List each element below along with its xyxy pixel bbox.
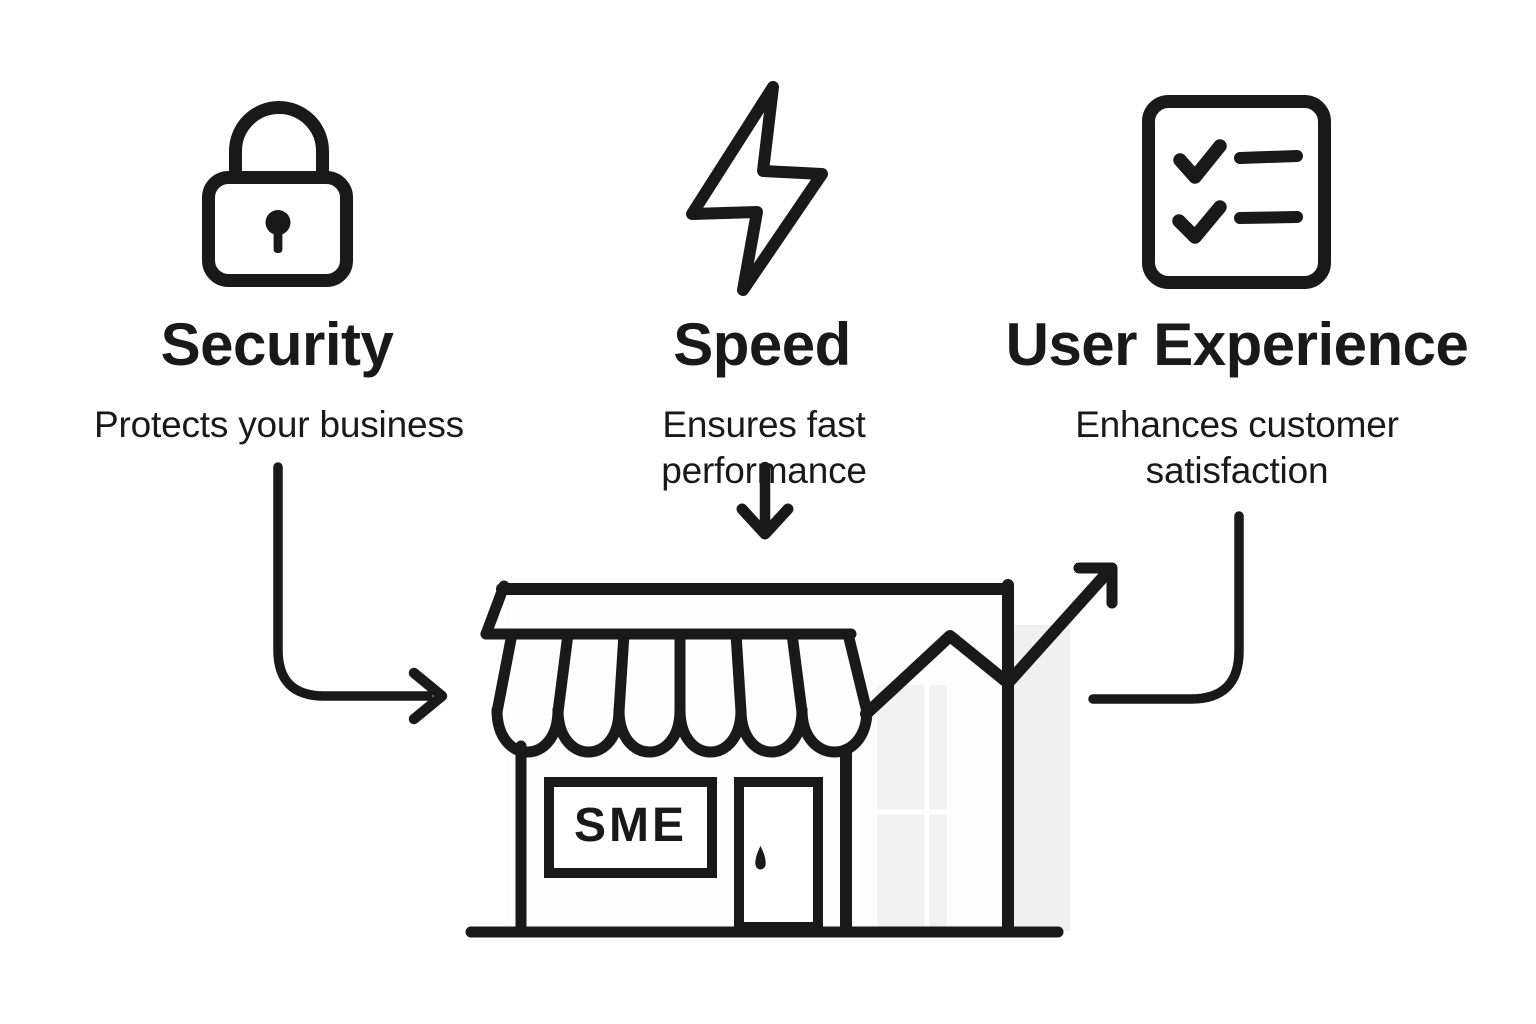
lightning-bolt-icon — [686, 81, 828, 296]
checklist-icon — [1142, 95, 1331, 289]
ux-connector-line — [1088, 511, 1244, 704]
awning — [491, 628, 873, 758]
security-connector-arrow — [273, 462, 448, 725]
right-arrowhead-icon — [408, 667, 448, 725]
storefront-illustration — [465, 579, 1064, 938]
sme-sign-label: SME — [573, 799, 687, 852]
sme-sign-board — [544, 777, 717, 878]
checkmark-icon — [1172, 200, 1227, 244]
growth-arrow — [860, 562, 1118, 720]
checkmark-icon — [1173, 139, 1227, 184]
lock-shackle — [229, 101, 329, 187]
store-door — [734, 777, 823, 932]
speed-down-arrow — [736, 461, 794, 540]
lock-icon — [202, 101, 353, 287]
section-subtitle-security: Protects your business — [94, 404, 464, 445]
section-title-security: Security — [160, 311, 394, 378]
growth-arrowhead — [1073, 562, 1118, 609]
door-handle — [755, 846, 766, 870]
checklist-box — [1142, 95, 1331, 289]
section-title-speed: Speed — [673, 311, 851, 378]
section-subtitle-user-experience: Enhances customer satisfaction — [1075, 404, 1399, 491]
down-arrowhead-icon — [736, 503, 794, 540]
section-subtitle-speed: Ensures fast performance — [661, 404, 867, 491]
faint-bar-left — [877, 685, 947, 931]
keyhole — [265, 210, 291, 235]
section-title-user-experience: User Experience — [1005, 311, 1469, 378]
